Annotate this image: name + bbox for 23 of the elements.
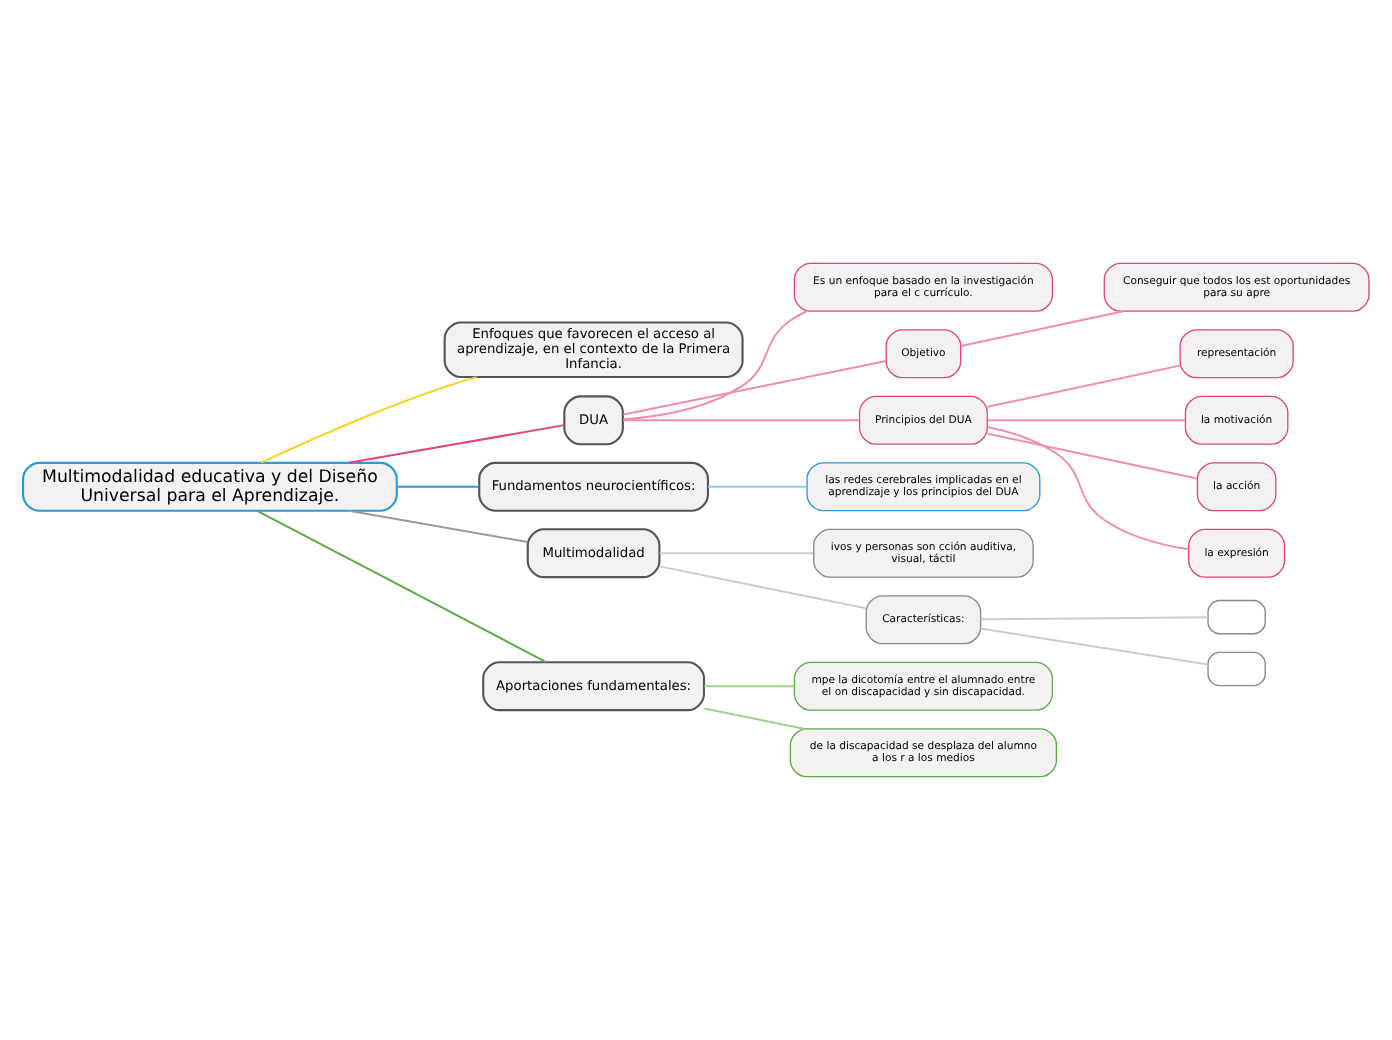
connector bbox=[986, 425, 1190, 551]
connector bbox=[986, 432, 1198, 480]
connector bbox=[347, 509, 529, 543]
connector bbox=[703, 707, 805, 730]
connector bbox=[986, 364, 1181, 408]
connector bbox=[347, 424, 566, 464]
node-box: Multimodalidad educativa y del Diseño Universal para el Aprendizaje. bbox=[22, 461, 398, 512]
connector bbox=[260, 376, 478, 464]
connector bbox=[979, 616, 1209, 621]
connector bbox=[703, 685, 796, 688]
connector bbox=[622, 419, 860, 422]
connector bbox=[960, 310, 1125, 347]
connector bbox=[986, 419, 1187, 422]
connector bbox=[658, 552, 815, 555]
connector bbox=[706, 485, 808, 488]
connector bbox=[396, 485, 481, 488]
connector bbox=[658, 565, 867, 610]
connector bbox=[622, 360, 888, 416]
connector bbox=[622, 310, 808, 421]
node-box bbox=[1207, 599, 1266, 635]
connector bbox=[256, 509, 548, 664]
connector bbox=[979, 627, 1209, 666]
node-box bbox=[1207, 651, 1266, 687]
